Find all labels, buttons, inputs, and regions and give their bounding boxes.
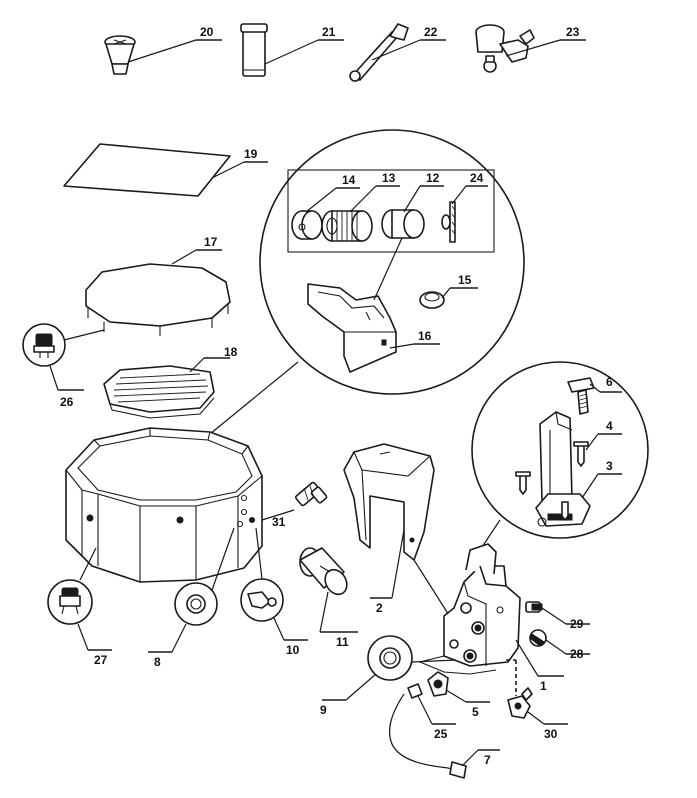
label-26: 26 xyxy=(60,395,74,409)
part-5-adapter xyxy=(427,671,449,697)
label-30: 30 xyxy=(544,727,558,741)
part-11-sleeve xyxy=(299,547,348,596)
label-13: 13 xyxy=(382,171,396,185)
part-26-buckle-callout xyxy=(22,323,66,367)
label-21: 21 xyxy=(322,25,336,39)
label-1: 1 xyxy=(540,679,547,693)
part-28-nut xyxy=(529,629,547,647)
label-28: 28 xyxy=(570,647,584,661)
part-23-valve xyxy=(475,24,535,73)
main-tub xyxy=(65,427,263,583)
label-14: 14 xyxy=(342,173,356,187)
label-27: 27 xyxy=(94,653,108,667)
part-27-clip-callout xyxy=(47,579,93,625)
label-23: 23 xyxy=(566,25,580,39)
part-2-pump-cover xyxy=(343,443,435,561)
label-17: 17 xyxy=(204,235,218,249)
label-15: 15 xyxy=(458,273,472,287)
part-30-valve xyxy=(507,687,533,719)
part-19-ground-cloth xyxy=(63,143,231,197)
part-10-elbow-callout xyxy=(240,578,284,622)
label-22: 22 xyxy=(424,25,438,39)
label-8: 8 xyxy=(154,655,161,669)
label-9: 9 xyxy=(320,703,327,717)
part-20-drain-plug xyxy=(104,35,136,75)
part-18-tray xyxy=(103,365,215,419)
part-8-washer-callout xyxy=(174,582,218,626)
part-17-cover xyxy=(85,263,231,336)
label-18: 18 xyxy=(224,345,238,359)
detail-circle-filter xyxy=(259,129,525,395)
label-24: 24 xyxy=(470,171,484,185)
label-2: 2 xyxy=(376,601,383,615)
part-22-wrench xyxy=(349,23,409,82)
part-25-7-hose xyxy=(389,683,467,779)
label-4: 4 xyxy=(606,419,613,433)
label-20: 20 xyxy=(200,25,214,39)
label-5: 5 xyxy=(472,705,479,719)
label-25: 25 xyxy=(434,727,448,741)
part-31-connector xyxy=(294,481,328,507)
detail-circle-bracket xyxy=(471,361,649,539)
part-21-tube xyxy=(240,23,268,77)
part-9-washer xyxy=(367,635,413,681)
label-11: 11 xyxy=(336,635,349,649)
label-10: 10 xyxy=(286,643,300,657)
label-12: 12 xyxy=(426,171,440,185)
label-19: 19 xyxy=(244,147,258,161)
label-16: 16 xyxy=(418,329,432,343)
label-3: 3 xyxy=(606,459,613,473)
part-1-pump xyxy=(418,543,521,675)
label-31: 31 xyxy=(272,515,286,529)
label-29: 29 xyxy=(570,617,584,631)
label-7: 7 xyxy=(484,753,491,767)
part-29-fitting xyxy=(525,601,543,613)
part-number-labels: 20 21 22 23 19 17 18 26 14 13 12 24 15 1… xyxy=(60,25,613,767)
label-6: 6 xyxy=(606,375,613,389)
